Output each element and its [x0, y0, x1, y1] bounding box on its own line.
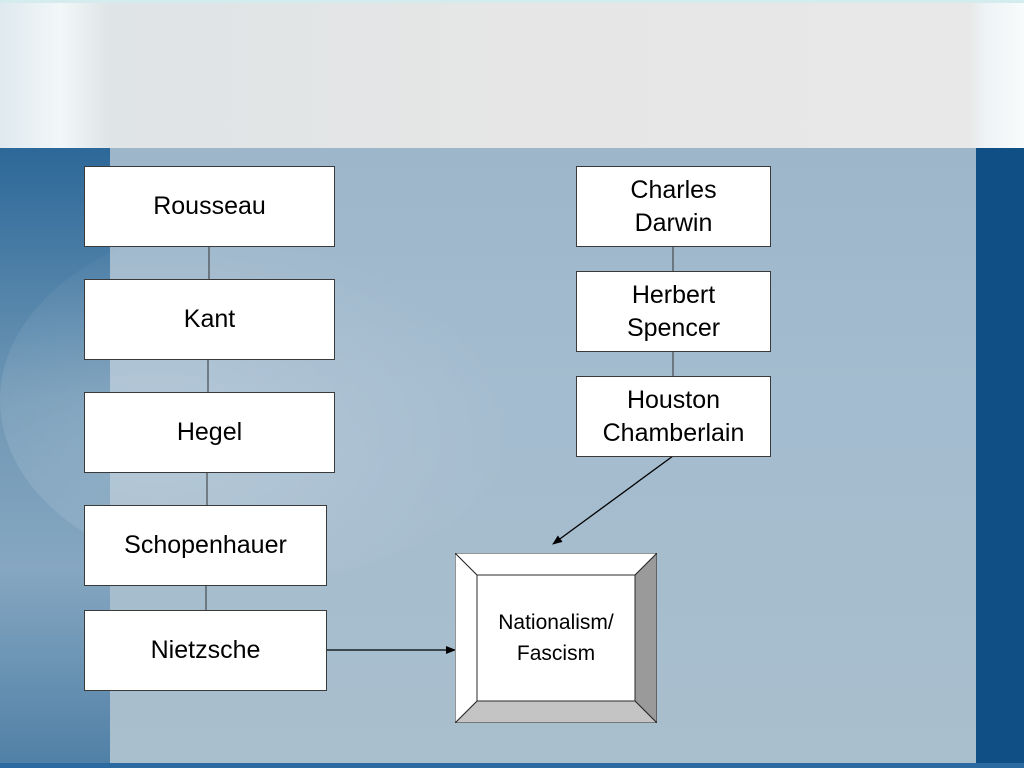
background-right-stripe [976, 148, 1024, 768]
node-kant-label: Kant [183, 305, 236, 333]
node-herbert-spencer: Herbert Spencer [576, 271, 771, 352]
node-rousseau: Rousseau [84, 166, 335, 247]
background-top-strip [0, 0, 1024, 3]
node-schopenhauer: Schopenhauer [84, 505, 327, 586]
edge-chamberlain-target-arrow [552, 455, 674, 545]
node-schopenhauer-label: Schopenhauer [124, 531, 287, 559]
node-spencer-line2: Spencer [626, 313, 721, 342]
node-charles-darwin: Charles Darwin [576, 166, 771, 247]
background-top-band [0, 0, 1024, 148]
node-chamberlain-line1: Houston [626, 385, 721, 414]
node-hegel-label: Hegel [176, 418, 243, 446]
node-nationalism-fascism: Nationalism/ Fascism [477, 575, 635, 701]
node-hegel: Hegel [84, 392, 335, 473]
target-line1: Nationalism/ [498, 611, 614, 634]
node-nietzsche-label: Nietzsche [150, 636, 261, 664]
node-chamberlain-line2: Chamberlain [602, 418, 745, 447]
background-bottom-stripe [0, 763, 1024, 768]
node-nationalism-fascism-bevel [455, 553, 657, 723]
node-kant: Kant [84, 279, 335, 360]
node-darwin-line2: Darwin [634, 208, 713, 237]
node-rousseau-label: Rousseau [153, 192, 266, 220]
node-darwin-line1: Charles [630, 175, 717, 204]
target-line2: Fascism [516, 642, 596, 665]
node-houston-chamberlain: Houston Chamberlain [576, 376, 771, 457]
node-spencer-line1: Herbert [631, 280, 716, 309]
node-nietzsche: Nietzsche [84, 610, 327, 691]
